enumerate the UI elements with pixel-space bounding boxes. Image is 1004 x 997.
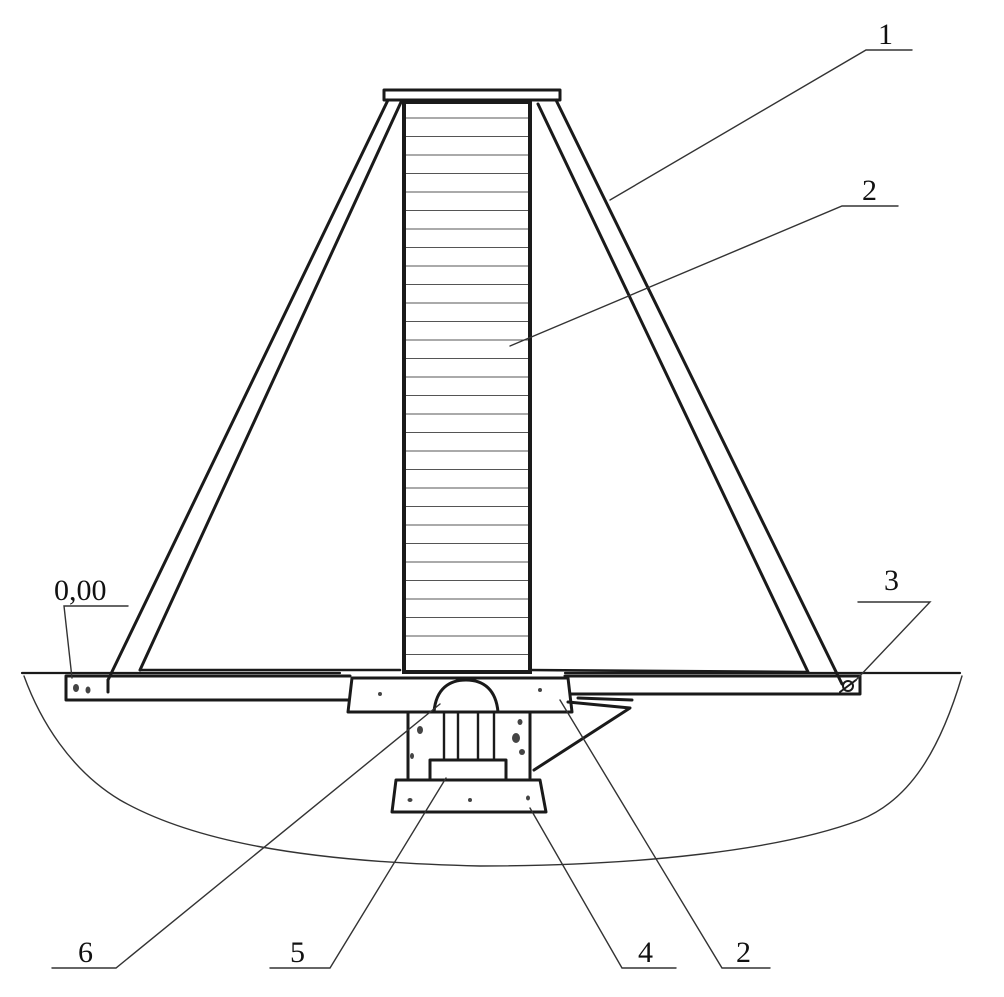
soil-outline xyxy=(23,675,963,867)
callout-1: 1 xyxy=(878,18,893,51)
outer-frame xyxy=(64,88,862,702)
callout-4: 4 xyxy=(638,936,653,969)
elevation-mark: 0,00 xyxy=(54,574,107,607)
leader-4 xyxy=(529,807,677,969)
capping-slab xyxy=(346,676,574,714)
shaft-body xyxy=(402,100,532,674)
right-base-beam xyxy=(563,674,862,696)
inclined-strut xyxy=(532,696,634,772)
callout-6: 6 xyxy=(78,936,93,969)
leader-3 xyxy=(855,601,932,681)
right-frame-leg xyxy=(536,98,844,686)
pedestal-block xyxy=(406,710,532,780)
right-anchor xyxy=(839,679,857,693)
top-cap xyxy=(382,88,562,102)
callout-2-bottom: 2 xyxy=(736,936,751,969)
leader-5 xyxy=(269,777,447,969)
shaft-courses xyxy=(406,117,528,656)
left-frame-leg xyxy=(106,98,404,682)
triangle-inner-base xyxy=(138,668,810,674)
leader-6 xyxy=(51,703,441,969)
pedestal-inner-posts xyxy=(442,710,496,764)
central-shaft xyxy=(402,100,532,674)
callout-labels: 1 2 3 0,00 6 5 4 2 xyxy=(54,18,899,969)
left-anchor xyxy=(73,684,91,694)
arch-element xyxy=(432,678,500,714)
leader-lines xyxy=(51,49,932,969)
leader-1 xyxy=(609,49,913,201)
leader-2-bottom xyxy=(559,699,771,969)
callout-5: 5 xyxy=(290,936,305,969)
leader-elevation xyxy=(63,605,129,679)
ground xyxy=(20,671,963,867)
callout-3: 3 xyxy=(884,564,899,597)
left-base-beam xyxy=(64,674,352,702)
base-footing xyxy=(390,778,548,814)
callout-2-top: 2 xyxy=(862,174,877,207)
leader-2-top xyxy=(509,205,899,347)
concrete-specks xyxy=(378,688,542,802)
